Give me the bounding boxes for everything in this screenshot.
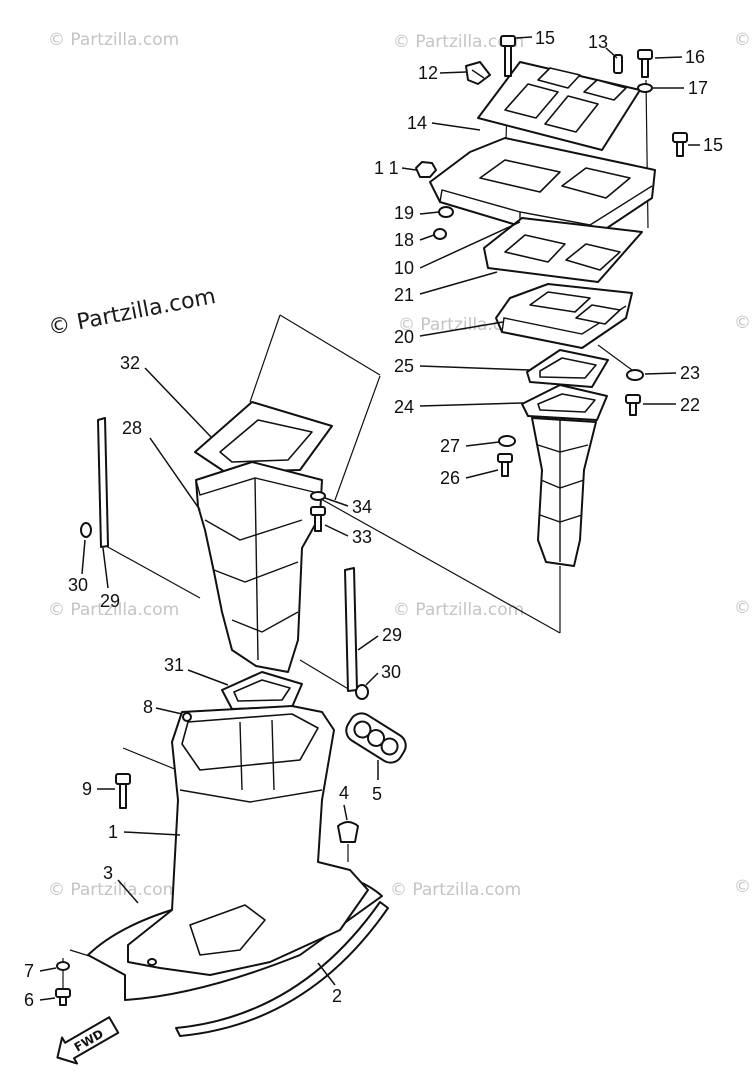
part-29-right-tube	[344, 567, 358, 692]
part-30-left-seal	[80, 522, 92, 538]
callout-3: 3	[103, 863, 113, 883]
callout-12: 12	[418, 63, 438, 83]
callout-11: 11	[374, 158, 405, 178]
watermark-main: © Partzilla.com	[46, 284, 217, 341]
part-26-bolt	[497, 453, 513, 477]
callout-8: 8	[143, 697, 153, 717]
callout-15-right: 15	[703, 135, 723, 155]
part-13-pin	[613, 54, 623, 74]
callout-28: 28	[122, 418, 142, 438]
callout-32: 32	[120, 353, 140, 373]
part-2-strip	[175, 901, 389, 1037]
part-6-bolt	[55, 988, 71, 1006]
callout-19: 19	[394, 203, 414, 223]
callout-26: 26	[440, 468, 460, 488]
callouts: 15 13 16 12 17 14 15 11 19 18 10 21 20 2…	[24, 28, 723, 1010]
callout-22: 22	[680, 395, 700, 415]
watermark-edge: ©	[734, 877, 751, 897]
callout-17: 17	[688, 78, 708, 98]
callout-33: 33	[352, 527, 372, 547]
callout-20: 20	[394, 327, 414, 347]
callout-34: 34	[352, 497, 372, 517]
part-19-washer	[438, 206, 454, 218]
callout-5: 5	[372, 784, 382, 804]
watermark: © Partzilla.com	[393, 32, 524, 52]
part-7-washer	[56, 961, 70, 971]
part-29-left-tube	[97, 417, 109, 548]
watermark: © Partzilla.com	[48, 30, 179, 50]
part-27-washer	[498, 435, 516, 447]
callout-29-left: 29	[100, 591, 120, 611]
part-33-bolt	[310, 506, 326, 532]
callout-27: 27	[440, 436, 460, 456]
part-15-top-bolt	[500, 35, 516, 77]
part-24-exhaust-pipe	[521, 384, 608, 567]
callout-1: 1	[108, 822, 118, 842]
callout-13: 13	[588, 32, 608, 52]
callout-29-right: 29	[382, 625, 402, 645]
callout-7: 7	[24, 961, 34, 981]
part-8-pin	[182, 712, 192, 722]
part-20-exhaust-manifold	[495, 283, 633, 349]
watermark: © Partzilla.com	[393, 600, 524, 620]
part-25-gasket	[526, 349, 609, 388]
watermark-edge: ©	[734, 598, 751, 618]
part-23-washer	[626, 369, 644, 381]
assembly-lines	[62, 77, 649, 988]
watermark-edge: ©	[734, 30, 751, 50]
part-18-bolt	[433, 228, 447, 240]
callout-18: 18	[394, 230, 414, 250]
part-9-bolt	[115, 773, 131, 809]
part-5-plate	[345, 712, 407, 764]
part-15-right-bolt	[672, 132, 688, 157]
part-12-sensor	[465, 61, 491, 85]
callout-30-right: 30	[381, 662, 401, 682]
part-14-gasket	[477, 61, 641, 151]
part-4-cap	[337, 821, 359, 843]
part-32-gasket	[194, 401, 333, 473]
watermark: © Partzilla.com	[48, 880, 179, 900]
callout-31: 31	[164, 655, 184, 675]
callout-14: 14	[407, 113, 427, 133]
part-16-bolt	[637, 49, 653, 78]
part-10-exhaust-guide	[429, 137, 656, 239]
watermark-edge: ©	[734, 313, 751, 333]
callout-15-top: 15	[535, 28, 555, 48]
callout-25: 25	[394, 356, 414, 376]
part-11-nut	[415, 161, 437, 178]
part-21-gasket	[483, 217, 643, 283]
part-31-gasket	[221, 671, 303, 710]
callout-9: 9	[82, 779, 92, 799]
callout-24: 24	[394, 397, 414, 417]
callout-2: 2	[332, 986, 342, 1006]
watermark: © Partzilla.com	[48, 600, 179, 620]
leader-lines	[39, 36, 700, 1001]
watermark: © Partzilla.com	[390, 880, 521, 900]
callout-6: 6	[24, 990, 34, 1010]
part-1-casing	[127, 705, 369, 976]
part-34-washer	[310, 491, 326, 501]
fwd-arrow-icon: FWD	[56, 1016, 120, 1065]
callout-23: 23	[680, 363, 700, 383]
callout-4: 4	[339, 783, 349, 803]
part-28-upper-casing	[195, 461, 323, 673]
part-17-washer	[637, 83, 653, 93]
part-22-bolt	[625, 394, 641, 416]
callout-10: 10	[394, 258, 414, 278]
callout-30-left: 30	[68, 575, 88, 595]
part-30-right-seal	[355, 684, 369, 700]
callout-16: 16	[685, 47, 705, 67]
callout-21: 21	[394, 285, 414, 305]
